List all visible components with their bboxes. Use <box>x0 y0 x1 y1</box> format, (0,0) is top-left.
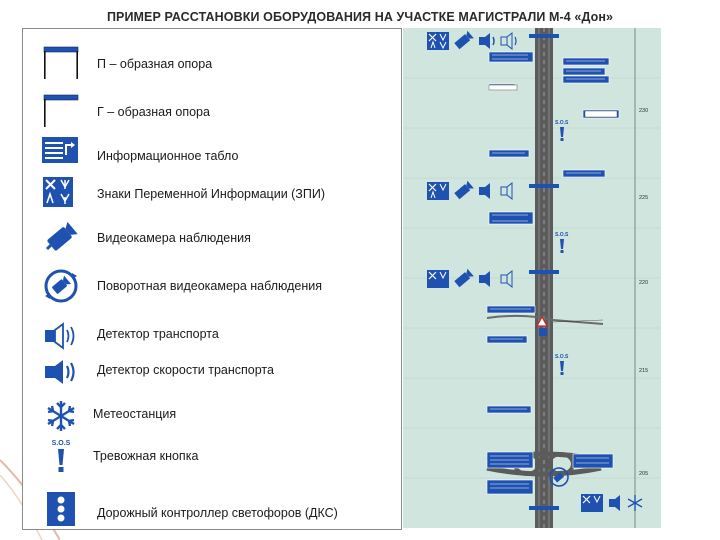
page-title: ПРИМЕР РАССТАНОВКИ ОБОРУДОВАНИЯ НА УЧАСТ… <box>106 10 614 24</box>
legend-item: Знаки Переменной Информации (ЗПИ) <box>23 173 401 213</box>
svg-text:S.O.S: S.O.S <box>555 354 569 360</box>
legend-label: Знаки Переменной Информации (ЗПИ) <box>97 187 325 201</box>
speed-detector-icon <box>41 353 83 393</box>
legend-label: Г – образная опора <box>97 105 210 119</box>
legend-item: Метеостанция <box>23 397 401 437</box>
alarm-button-icon: S.O.S <box>41 437 83 477</box>
legend-item: Детектор скорости транспорта <box>23 353 401 393</box>
legend-item: Информационное табло <box>23 133 401 173</box>
rotating-camera-icon <box>41 267 83 307</box>
g-shaped-support-icon <box>41 91 83 131</box>
legend-item: П – образная опора <box>23 43 401 83</box>
svg-text:S.O.S: S.O.S <box>555 232 569 238</box>
legend-label: Тревожная кнопка <box>93 449 199 463</box>
legend-item: S.O.S Тревожная кнопка <box>23 437 401 477</box>
legend-label: Видеокамера наблюдения <box>97 231 251 245</box>
traffic-light-controller-icon <box>41 489 83 529</box>
legend-item: Г – образная опора <box>23 91 401 131</box>
weather-station-icon <box>41 397 83 437</box>
legend-label: Информационное табло <box>97 149 239 163</box>
km-marker: 220 <box>639 280 649 286</box>
information-board-icon <box>41 133 83 173</box>
km-marker: 205 <box>639 471 649 477</box>
variable-message-sign-icon <box>41 173 83 213</box>
highway-scheme: S.O.S S.O.S S.O.S <box>403 28 661 528</box>
highway-map: S.O.S S.O.S S.O.S <box>403 28 661 528</box>
legend-item: Детектор транспорта <box>23 317 401 357</box>
legend-label: Дорожный контроллер светофоров (ДКС) <box>97 506 338 520</box>
legend-label: Метеостанция <box>93 407 177 421</box>
legend-item: Дорожный контроллер светофоров (ДКС) <box>23 489 401 529</box>
legend-label: Детектор скорости транспорта <box>97 363 274 377</box>
legend-label: Детектор транспорта <box>97 327 219 341</box>
svg-text:S.O.S: S.O.S <box>555 120 569 126</box>
legend-label: Поворотная видеокамера наблюдения <box>97 279 323 293</box>
sos-label: S.O.S <box>52 440 71 447</box>
km-marker: 230 <box>639 108 649 114</box>
legend-item: Поворотная видеокамера наблюдения <box>23 267 401 307</box>
km-marker: 225 <box>639 195 649 201</box>
km-marker: 215 <box>639 368 649 374</box>
legend-label: П – образная опора <box>97 57 213 71</box>
video-camera-icon <box>41 219 83 259</box>
p-shaped-support-icon <box>41 43 83 83</box>
legend-item: Видеокамера наблюдения <box>23 219 401 259</box>
legend-panel: П – образная опора Г – образная опора Ин <box>22 28 402 530</box>
traffic-detector-icon <box>41 317 83 357</box>
